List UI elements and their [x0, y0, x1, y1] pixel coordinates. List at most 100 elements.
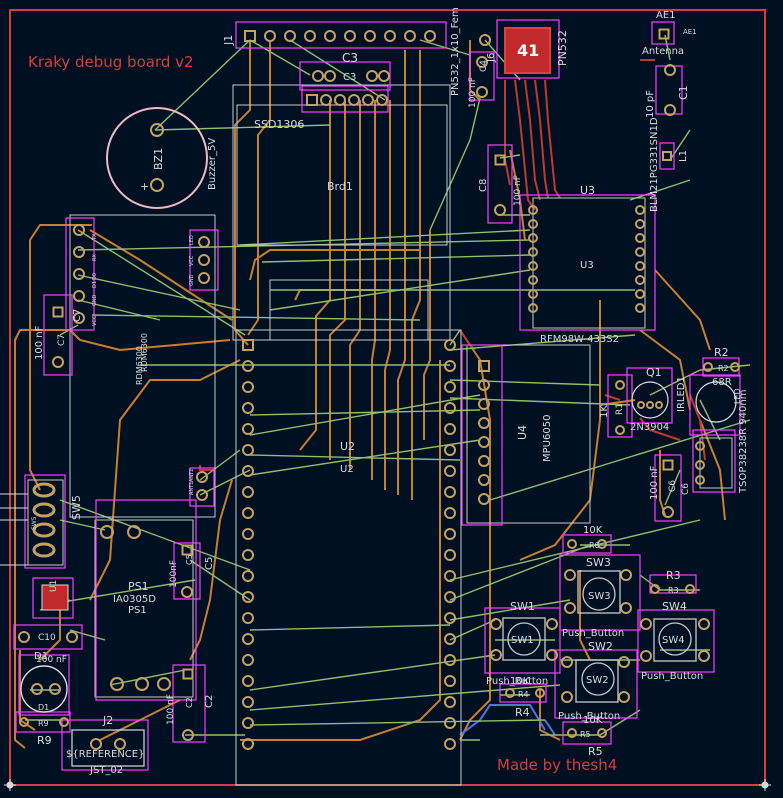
footer-credit: Made by thesh4 [497, 756, 617, 774]
pad [73, 290, 85, 302]
label-buzzer: Buzzer_5V [207, 138, 218, 190]
pad [110, 677, 124, 691]
pad [528, 247, 538, 257]
pad [564, 602, 576, 614]
pad [444, 465, 456, 477]
u1-chip [41, 584, 69, 611]
label-mpu6050: MPU6050 [542, 415, 553, 462]
label-ps1-fab: PS1 [128, 605, 147, 616]
label-rdm6300: RDM6300 [140, 333, 149, 372]
pad [444, 549, 456, 561]
label-u3-silk: U3 [580, 184, 595, 197]
label-j2: J2 [102, 714, 113, 727]
pad [662, 151, 672, 161]
pad [444, 339, 456, 351]
rdm-pin-d1: D1 [92, 281, 98, 288]
label-ps1: PS1 [128, 580, 149, 593]
pad [242, 423, 254, 435]
pad [444, 402, 456, 414]
pad [597, 539, 607, 549]
pad [364, 30, 376, 42]
pad [476, 56, 488, 68]
pad [73, 268, 85, 280]
label-sw4-val: Push_Button [641, 671, 703, 682]
pad [444, 717, 456, 729]
label-sw4: SW4 [662, 600, 687, 613]
pad [528, 261, 538, 271]
pad [198, 236, 210, 248]
label-ae1-fab: AE1 [683, 28, 697, 36]
pad [242, 675, 254, 687]
pad [561, 656, 573, 668]
pad [698, 650, 710, 662]
label-tsop: TSOP38238R 940nm [738, 390, 749, 494]
label-ps1-val: IA0305D [113, 594, 156, 605]
label-r4-fab: R4 [518, 690, 529, 699]
label-c2: C2 [204, 695, 215, 708]
pad [528, 205, 538, 215]
label-led-fab: LED [733, 388, 742, 404]
pad [344, 30, 356, 42]
pad [324, 30, 336, 42]
pad [490, 649, 502, 661]
pad [90, 738, 102, 750]
pad [546, 618, 558, 630]
label-c10-val: 100 nF [36, 655, 67, 665]
pad [664, 104, 676, 116]
pad [615, 425, 625, 435]
pad [242, 654, 254, 666]
label-r3-fab: R3 [668, 586, 679, 595]
label-u2-fab: U2 [340, 464, 354, 475]
label-sw1-fab: SW1 [511, 635, 534, 646]
label-sw1: SW1 [510, 600, 535, 613]
pad [444, 570, 456, 582]
pad [348, 94, 360, 106]
pad [494, 154, 506, 166]
label-r4-val: 10K [510, 676, 530, 687]
d1-pad-2 [49, 683, 61, 695]
pad [18, 631, 30, 643]
pad [698, 618, 710, 630]
label-c2-val: 100 nF [166, 694, 176, 725]
push-buttons [502, 570, 697, 703]
pad [362, 94, 374, 106]
label-c4-val: 100 nF [468, 77, 478, 108]
label-antenna: Antenna [642, 46, 684, 57]
j2-connector [71, 729, 145, 767]
pad [618, 656, 630, 668]
label-j2-ref: ${REFERENCE} [66, 749, 144, 760]
label-r5-fab: R5 [580, 730, 591, 739]
label-pn532: PN532 [556, 30, 569, 66]
label-r9: R9 [37, 734, 52, 747]
label-c8: C8 [478, 179, 489, 192]
pad [640, 650, 652, 662]
pad [444, 423, 456, 435]
pad [635, 275, 645, 285]
pad [564, 569, 576, 581]
pad [242, 612, 254, 624]
pad [664, 64, 676, 76]
d1-pad-1 [31, 683, 43, 695]
rdm-pin-gnd-b: GND [92, 294, 98, 306]
label-r1-val: 1K [599, 405, 610, 418]
pad [196, 471, 208, 483]
label-c6-val: 100 nF [649, 465, 660, 500]
pad [378, 70, 390, 82]
rdm-pin-vcc-b: VCC [92, 315, 98, 326]
pad [182, 668, 194, 680]
label-c7: C7 [57, 334, 67, 346]
label-j6: PN532_1x10_Fem [450, 7, 461, 96]
pad [650, 584, 660, 594]
pad [100, 525, 114, 539]
pad [73, 312, 85, 324]
pad [198, 272, 210, 284]
pad [478, 379, 490, 391]
label-r2-fab: R2 [718, 364, 729, 373]
pad [127, 525, 141, 539]
pad [242, 339, 254, 351]
pad [242, 528, 254, 540]
pad [635, 261, 645, 271]
pad [478, 360, 490, 372]
pad [242, 717, 254, 729]
pad [567, 728, 577, 738]
